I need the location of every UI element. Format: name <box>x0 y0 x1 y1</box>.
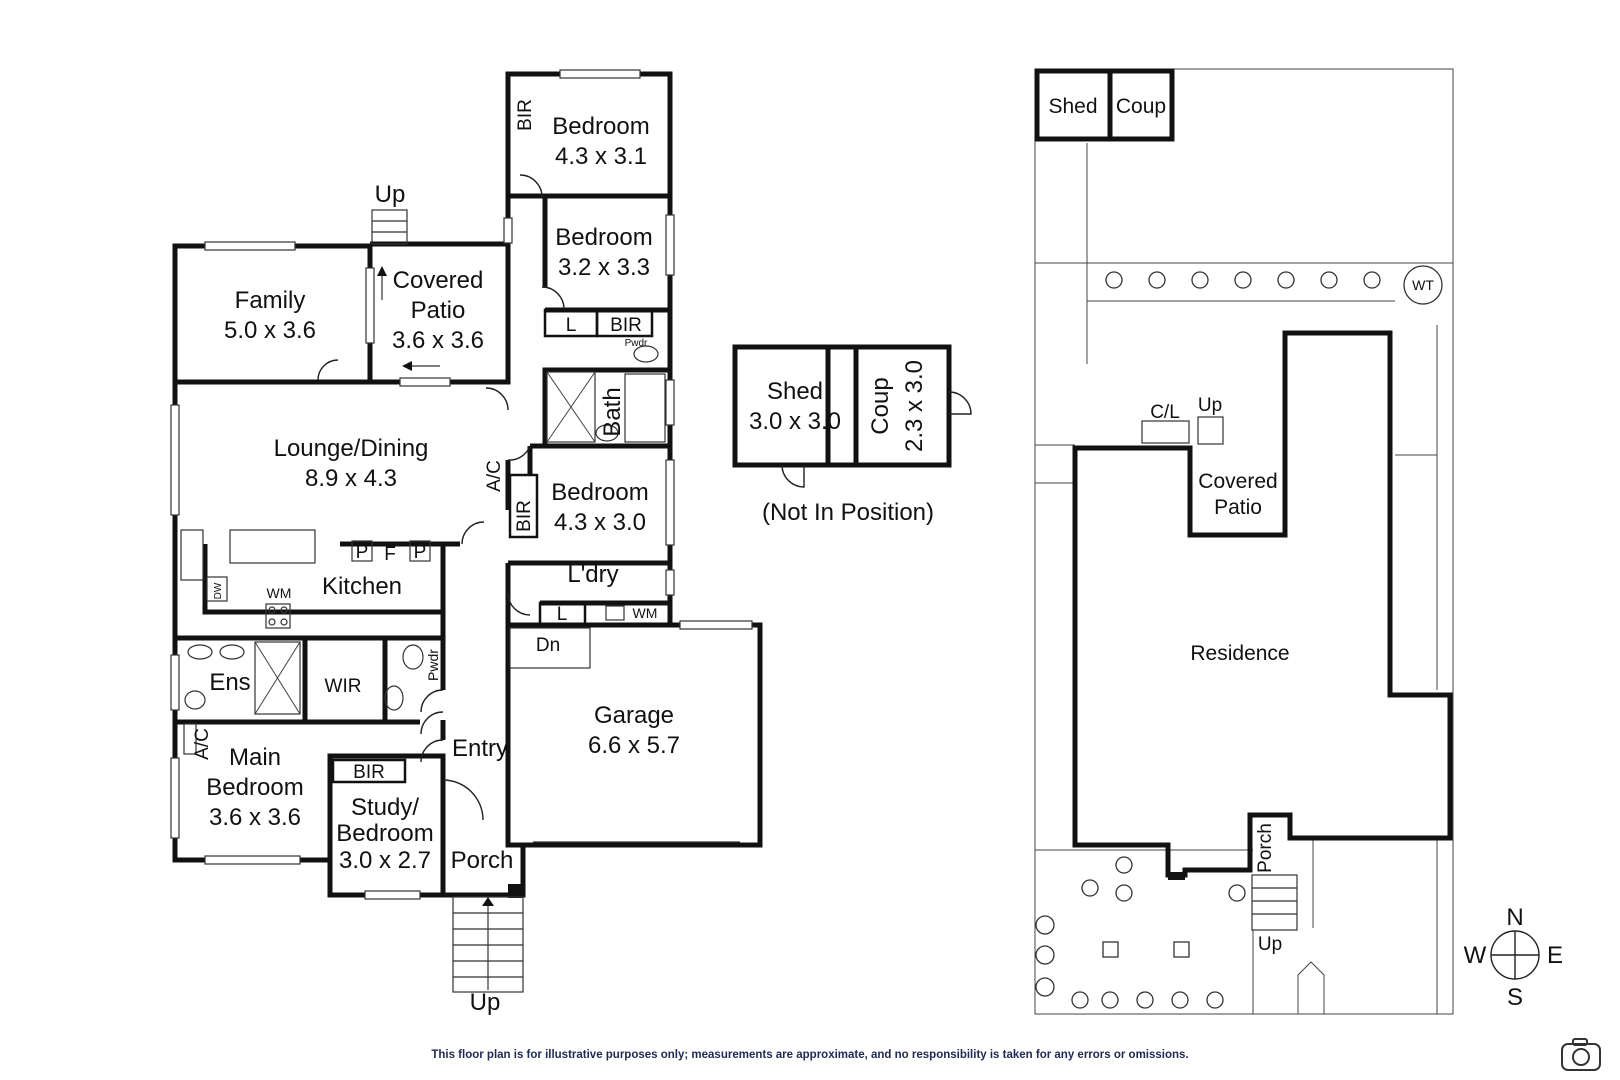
ensuite-label: Ens <box>209 669 250 696</box>
outbuildings: Shed 3.0 x 3.0 Coup 2.3 x 3.0 (Not In Po… <box>732 344 972 526</box>
main-bed-size: 3.6 x 3.6 <box>209 804 301 831</box>
family-size: 5.0 x 3.6 <box>224 317 316 344</box>
bedroom-3-name: Bedroom <box>551 479 648 506</box>
kitchen-label: Kitchen <box>322 573 402 600</box>
bedroom-2-name: Bedroom <box>555 224 652 251</box>
site-patio-line2: Patio <box>1214 496 1262 519</box>
ac-label: A/C <box>192 728 213 760</box>
site-patio-line1: Covered <box>1198 470 1277 493</box>
site-cl-label: C/L <box>1150 402 1180 423</box>
bedroom-3-size: 4.3 x 3.0 <box>554 509 646 536</box>
not-in-position-note: (Not In Position) <box>762 499 934 526</box>
fixtures <box>180 345 666 755</box>
bedroom-2-size: 3.2 x 3.3 <box>558 254 650 281</box>
site-porch-label: Porch <box>1255 823 1276 873</box>
linen-label: L <box>557 604 568 625</box>
compass-s: S <box>1507 984 1523 1011</box>
ac-label: A/C <box>484 460 505 492</box>
room-labels: Bedroom 4.3 x 3.1 Bedroom 3.2 x 3.3 Fami… <box>192 99 680 1016</box>
lounge-name: Lounge/Dining <box>274 435 429 462</box>
pantry-label: P <box>356 542 369 563</box>
stairs <box>371 209 524 993</box>
linen-label: L <box>566 315 577 336</box>
kitchen-island <box>229 529 316 564</box>
study-size: 3.0 x 2.7 <box>339 847 431 874</box>
toilet-icon <box>184 690 206 710</box>
compass-n: N <box>1506 904 1523 931</box>
patio-line2: Patio <box>411 297 466 324</box>
camera-icon[interactable] <box>1561 1038 1601 1071</box>
toilet-icon <box>633 345 659 363</box>
toilet-icon <box>402 644 424 670</box>
windows <box>170 69 753 900</box>
wm-label: WM <box>633 605 658 621</box>
stove-icon <box>265 603 291 629</box>
bedroom-1-size: 4.3 x 3.1 <box>555 143 647 170</box>
bir-label: BIR <box>514 500 535 532</box>
shower-icon <box>546 371 596 443</box>
up-label: Up <box>375 181 406 208</box>
up-label: Up <box>470 989 501 1016</box>
coup-size: 2.3 x 3.0 <box>901 360 928 452</box>
patio-size: 3.6 x 3.6 <box>392 327 484 354</box>
tree-icon <box>1035 265 1443 1009</box>
family-name: Family <box>235 287 306 314</box>
disclaimer-text: This floor plan is for illustrative purp… <box>431 1049 1188 1061</box>
dw-label: DW <box>213 582 224 599</box>
shed-size: 3.0 x 3.0 <box>749 408 841 435</box>
fridge-label: F <box>384 544 396 565</box>
dn-label: Dn <box>536 635 560 656</box>
garage-size: 6.6 x 5.7 <box>588 732 680 759</box>
bir-label: BIR <box>610 315 642 336</box>
garage-name: Garage <box>594 702 674 729</box>
pwdr-label: Pwdr <box>625 338 648 349</box>
main-bed-line2: Bedroom <box>206 774 303 801</box>
site-residence-label: Residence <box>1190 642 1289 665</box>
bedroom-1-name: Bedroom <box>552 113 649 140</box>
bath-icon <box>624 373 666 443</box>
compass-icon: N S E W <box>1464 904 1563 1011</box>
pwdr-label: Pwdr <box>425 649 441 681</box>
entry-label: Entry <box>452 735 508 762</box>
porch-label: Porch <box>451 847 514 874</box>
study-line1: Study/ <box>351 794 419 821</box>
coup-name: Coup <box>867 377 894 434</box>
bath-label: Bath <box>599 387 626 436</box>
bir-label: BIR <box>515 99 536 131</box>
doors <box>317 174 565 821</box>
pantry-label: P <box>414 542 427 563</box>
lounge-size: 8.9 x 4.3 <box>305 465 397 492</box>
shower-icon <box>254 641 301 715</box>
laundry-label: L'dry <box>567 561 618 588</box>
site-up-label: Up <box>1258 934 1282 955</box>
main-bed-line1: Main <box>229 744 281 771</box>
sink-icon <box>180 529 204 581</box>
site-wt-label: WT <box>1412 277 1434 293</box>
site-up-label: Up <box>1198 395 1222 416</box>
wm-label: WM <box>267 585 292 601</box>
compass-e: E <box>1547 942 1563 969</box>
compass-w: W <box>1464 942 1487 969</box>
patio-line1: Covered <box>393 267 484 294</box>
site-shed-label: Shed <box>1048 95 1097 118</box>
shed-name: Shed <box>767 378 823 405</box>
study-line2: Bedroom <box>336 820 433 847</box>
site-coup-label: Coup <box>1116 95 1166 118</box>
wir-label: WIR <box>325 676 362 697</box>
bir-label: BIR <box>353 762 385 783</box>
site-plan: Shed Coup WT C/L Up Covered Patio Reside… <box>1034 68 1454 1015</box>
